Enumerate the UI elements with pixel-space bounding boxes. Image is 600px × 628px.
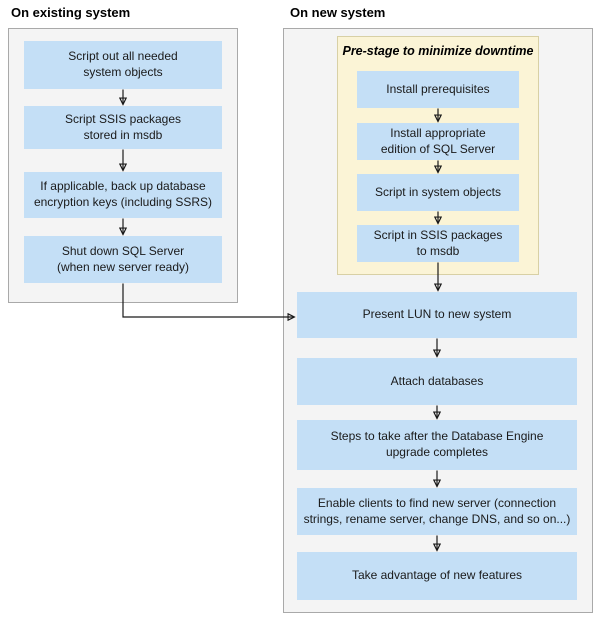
flow-step-install-sql-server-edition: Install appropriate edition of SQL Serve… bbox=[357, 123, 519, 160]
flow-step-present-lun: Present LUN to new system bbox=[297, 292, 577, 338]
flow-step-label: Steps to take after the Database Engine … bbox=[330, 429, 544, 459]
flow-step-install-prerequisites: Install prerequisites bbox=[357, 71, 519, 108]
flow-step-shut-down-sql-server: Shut down SQL Server (when new server re… bbox=[24, 236, 222, 283]
flow-step-label: Script SSIS packages stored in msdb bbox=[64, 111, 182, 142]
new-system-heading: On new system bbox=[290, 5, 386, 20]
flow-step-label: Script in SSIS packages to msdb bbox=[373, 227, 503, 258]
flow-step-take-advantage-new-features: Take advantage of new features bbox=[297, 552, 577, 600]
flow-step-label: Install prerequisites bbox=[386, 81, 490, 96]
flow-step-label: Script out all needed system objects bbox=[68, 49, 178, 79]
flow-step-label: Attach databases bbox=[390, 373, 484, 388]
flow-step-label: Take advantage of new features bbox=[351, 568, 523, 583]
prestage-title: Pre-stage to minimize downtime bbox=[342, 44, 534, 58]
flow-step-label: Shut down SQL Server (when new server re… bbox=[56, 243, 190, 274]
flow-step-post-upgrade-steps: Steps to take after the Database Engine … bbox=[297, 420, 577, 470]
flow-step-label: Script in system objects bbox=[374, 184, 502, 199]
existing-system-heading: On existing system bbox=[11, 5, 131, 20]
flow-step-label: Present LUN to new system bbox=[362, 307, 512, 322]
flow-step-script-in-system-objects: Script in system objects bbox=[357, 174, 519, 211]
flow-step-label: Enable clients to find new server (conne… bbox=[303, 495, 571, 526]
flow-step-script-in-ssis-packages: Script in SSIS packages to msdb bbox=[357, 225, 519, 262]
flow-step-attach-databases: Attach databases bbox=[297, 358, 577, 405]
flow-step-script-out-system-objects: Script out all needed system objects bbox=[24, 41, 222, 89]
flow-step-enable-clients: Enable clients to find new server (conne… bbox=[297, 488, 577, 535]
flow-step-backup-encryption-keys: If applicable, back up database encrypti… bbox=[24, 172, 222, 218]
flow-step-label: Install appropriate edition of SQL Serve… bbox=[380, 125, 496, 156]
flow-step-label: If applicable, back up database encrypti… bbox=[33, 179, 213, 209]
flow-step-script-ssis-packages: Script SSIS packages stored in msdb bbox=[24, 106, 222, 149]
